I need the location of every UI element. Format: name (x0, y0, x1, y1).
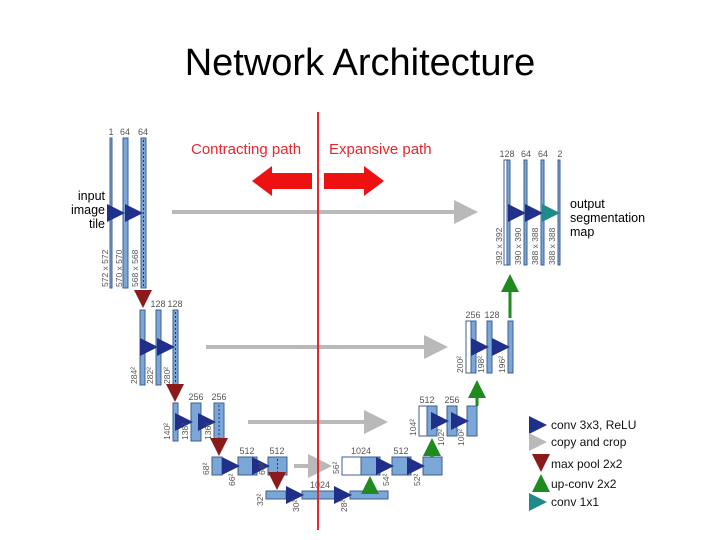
size-label: 104² (408, 419, 418, 436)
channel-label: 64 (521, 149, 531, 159)
channel-label: 1024 (310, 480, 330, 490)
input-label: input image tile (60, 189, 105, 231)
feature-map-block (109, 137, 113, 289)
input-label-line: tile (89, 217, 105, 231)
channel-label: 1 (108, 127, 113, 137)
size-label: 54² (381, 474, 391, 486)
channel-label: 128 (167, 299, 182, 309)
channel-label: 1024 (351, 446, 371, 456)
legend-label: conv 1x1 (551, 495, 599, 509)
size-label: 138² (180, 423, 190, 440)
feature-map-block (265, 490, 287, 500)
channel-label: 128 (484, 310, 499, 320)
size-label: 100² (456, 429, 466, 446)
size-label: 140² (162, 423, 172, 440)
size-label: 28² (339, 500, 349, 512)
size-label: 570 x 570 (114, 249, 124, 287)
channel-label: 64 (120, 127, 130, 137)
channel-label: 512 (239, 446, 254, 456)
input-label-line: input (77, 189, 105, 203)
channel-labels: 1 64 64 128 128 256 256 512 512 1024 102… (108, 127, 562, 490)
output-label: output segmentation map (570, 197, 645, 239)
size-label: 66² (227, 474, 237, 486)
size-label: 390 x 390 (513, 227, 523, 265)
copy-crop-arrows (172, 200, 478, 478)
contracting-path-label: Contracting path (191, 141, 302, 158)
channel-label: 64 (138, 127, 148, 137)
feature-map-block (360, 456, 381, 476)
legend-label: max pool 2x2 (551, 457, 623, 471)
channel-label: 512 (269, 446, 284, 456)
size-label: 572 x 572 (100, 249, 110, 287)
feature-map-block-cropped (418, 405, 428, 437)
feature-map-block-cropped (341, 456, 362, 476)
size-label: 32² (255, 494, 265, 506)
feature-map-block (486, 320, 493, 374)
feature-map-block (211, 456, 223, 476)
output-label-line: map (570, 225, 595, 239)
feature-map-block (540, 159, 545, 266)
feature-map-block (155, 309, 162, 386)
channel-label: 256 (465, 310, 480, 320)
legend-label: conv 3x3, ReLU (551, 418, 636, 432)
legend-label: up-conv 2x2 (551, 477, 617, 491)
size-label: 198² (476, 356, 486, 373)
feature-map-block (523, 159, 528, 266)
legend: conv 3x3, ReLU copy and crop max pool 2x… (529, 416, 636, 511)
size-label: 102² (436, 429, 446, 446)
size-label: 392 x 392 (494, 227, 504, 265)
feature-map-block (190, 402, 202, 442)
size-label: 200² (455, 356, 465, 373)
size-labels: 572 x 572 570 x 570 568 x 568 284² 282² … (100, 227, 557, 512)
upconv-arrows (361, 274, 519, 494)
expansive-direction-icon (324, 166, 384, 196)
channel-label: 512 (419, 395, 434, 405)
channel-label: 512 (393, 446, 408, 456)
maxpool-arrows (134, 290, 286, 490)
size-label: 52² (412, 474, 422, 486)
size-label: 280² (162, 367, 172, 384)
conv-arrows (107, 204, 543, 504)
expansive-path-label: Expansive path (329, 141, 432, 158)
feature-map-block (349, 490, 389, 500)
size-label: 136² (203, 423, 213, 440)
feature-map-block (391, 456, 412, 476)
size-label: 196² (497, 356, 507, 373)
size-label: 68² (201, 463, 211, 475)
channel-label: 64 (538, 149, 548, 159)
channel-label: 256 (444, 395, 459, 405)
channel-label: 128 (150, 299, 165, 309)
size-label: 56² (331, 462, 341, 474)
size-label: 282² (145, 367, 155, 384)
feature-map-block (237, 456, 258, 476)
slide-title: Network Architecture (184, 42, 536, 84)
size-label: 284² (129, 367, 139, 384)
output-label-line: output (570, 197, 605, 211)
size-label: 30² (291, 500, 301, 512)
feature-map-block (506, 159, 511, 266)
output-label-line: segmentation (570, 211, 646, 225)
feature-map-block (507, 320, 514, 374)
feature-map-block (172, 402, 179, 442)
channel-label: 256 (188, 392, 203, 402)
contracting-direction-icon (252, 166, 312, 196)
size-label: 388 x 388 (530, 227, 540, 265)
input-label-line: image (70, 203, 105, 217)
feature-map-block (557, 159, 561, 266)
feature-map-block (422, 456, 443, 476)
channel-label: 128 (499, 149, 514, 159)
feature-map-block (301, 490, 339, 500)
size-label: 388 x 388 (547, 227, 557, 265)
legend-label: copy and crop (551, 435, 627, 449)
channel-label: 256 (211, 392, 226, 402)
size-label: 64² (257, 463, 267, 475)
channel-label: 2 (557, 149, 562, 159)
size-label: 568 x 568 (130, 249, 140, 287)
feature-map-block (466, 405, 478, 437)
feature-map-block-cropped (465, 320, 472, 374)
